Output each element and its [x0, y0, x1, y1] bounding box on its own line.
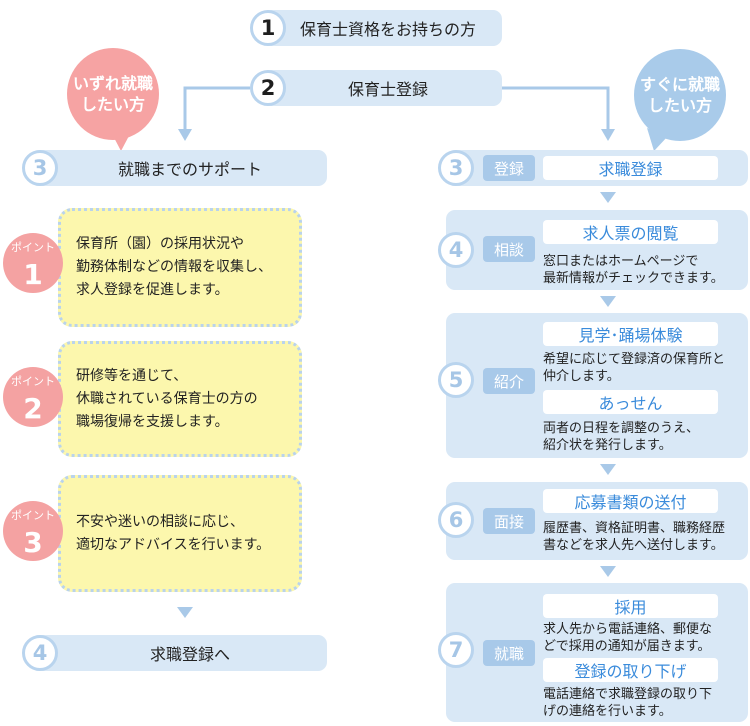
right-step-6-title: 応募書類の送付: [543, 489, 718, 513]
point-1-badge-number: 1: [23, 258, 43, 291]
right-step-3-tag: 登録: [483, 155, 535, 181]
point-1-badge: ポイント 1: [3, 233, 63, 293]
right-step-7-section-1-line-2: どで採用の通知が届きます。: [543, 639, 711, 654]
right-step-3-box: 登録 求職登録: [446, 150, 748, 186]
right-arrow-3-to-4: [600, 192, 616, 203]
right-arrow-4-to-5: [600, 296, 616, 307]
point-3-box: 不安や迷いの相談に応じ、 適切なアドバイスを行います。: [58, 475, 302, 592]
branch-arrow-right: [601, 129, 615, 141]
point-1-line-3: 求人登録を促進します。: [76, 282, 229, 298]
left-step-4-label: 求職登録へ: [149, 645, 230, 664]
right-step-5-description-1: 希望に応じて登録済の保育所と 仲介します。: [543, 351, 725, 385]
bubble-left-line-2: したい方: [80, 95, 145, 114]
right-step-5-description-2: 両者の日程を調整のうえ、 紹介状を発行します。: [543, 420, 699, 454]
right-step-4-line-2: 最新情報がチェックできます。: [543, 271, 724, 286]
point-1-line-2: 勤務体制などの情報を収集し、: [76, 259, 272, 275]
point-3-line-2: 適切なアドバイスを行います。: [76, 536, 271, 553]
right-arrow-6-to-7: [600, 566, 616, 577]
point-1-line-1: 保育所（園）の採用状況や: [76, 236, 244, 252]
bubble-right-tail: [647, 128, 668, 151]
right-step-7-description-1: 求人先から電話連絡、郵便な どで採用の通知が届きます。: [543, 621, 712, 655]
right-step-6-line-2: 書などを求人先へ送付します。: [543, 538, 724, 553]
left-step-4-box: 求職登録へ: [30, 635, 327, 671]
right-step-5-section-1-line-2: 仲介します。: [543, 369, 620, 384]
branch-line-left: [183, 86, 250, 131]
left-step-3-label: 就職までのサポート: [117, 160, 262, 179]
right-step-5-section-1-line-1: 希望に応じて登録済の保育所と: [543, 352, 726, 367]
point-3-badge: ポイント 3: [3, 501, 63, 561]
point-2-badge-number: 2: [23, 392, 43, 425]
branch-line-right: [502, 86, 610, 131]
point-2-line-1: 研修等を通じて、: [76, 367, 188, 384]
branch-arrow-left: [178, 129, 192, 141]
point-2-badge-word: ポイント: [11, 375, 55, 388]
bubble-right-line-1: すぐに就職: [639, 75, 720, 94]
right-step-5-tag: 紹介: [483, 368, 535, 394]
point-1-box: 保育所（園）の採用状況や 勤務体制などの情報を収集し、 求人登録を促進します。: [58, 208, 302, 327]
bubble-later-job-seekers: いずれ就職 したい方: [67, 48, 159, 140]
right-step-5-section-2-line-1: 両者の日程を調整のうえ、: [543, 421, 700, 436]
right-step-4-line-1: 窓口またはホームページで: [543, 254, 699, 269]
right-step-6-box: 面接 応募書類の送付 履歴書、資格証明書、職務経歴 書などを求人先へ送付します。: [446, 482, 748, 560]
right-step-7-section-2-line-2: げの連絡を行います。: [543, 704, 672, 719]
step-2-box: 保育士登録: [262, 70, 502, 106]
right-step-5-title-2: あっせん: [543, 390, 718, 414]
right-step-7-section-2-line-1: 電話連絡で求職登録の取り下: [543, 687, 713, 702]
right-step-6-line-1: 履歴書、資格証明書、職務経歴: [543, 521, 726, 536]
right-step-4-number: 4: [438, 232, 474, 268]
right-step-7-tag: 就職: [483, 640, 535, 666]
right-step-7-title-2: 登録の取り下げ: [543, 658, 718, 682]
point-1-badge-word: ポイント: [11, 241, 55, 254]
bubble-immediate-job-seekers: すぐに就職 したい方: [634, 49, 726, 141]
right-step-5-section-2-line-2: 紹介状を発行します。: [543, 438, 672, 453]
bubble-left-line-1: いずれ就職: [72, 74, 153, 93]
right-arrow-5-to-6: [600, 464, 616, 475]
right-step-7-description-2: 電話連絡で求職登録の取り下 げの連絡を行います。: [543, 686, 712, 720]
point-2-badge: ポイント 2: [3, 367, 63, 427]
right-step-6-number: 6: [438, 502, 474, 538]
right-step-7-section-1-line-1: 求人先から電話連絡、郵便な: [543, 622, 713, 637]
right-step-3-title: 求職登録: [543, 156, 718, 180]
right-step-7-box: 就職 採用 求人先から電話連絡、郵便な どで採用の通知が届きます。 登録の取り下…: [446, 583, 748, 722]
right-step-5-box: 紹介 見学･踊場体験 希望に応じて登録済の保育所と 仲介します。 あっせん 両者…: [446, 313, 748, 458]
point-2-line-2: 休職されている保育士の方の: [76, 390, 258, 407]
left-step-4-number: 4: [22, 635, 58, 671]
right-step-7-number: 7: [438, 632, 474, 668]
step-1-number: 1: [250, 10, 286, 46]
step-1-label: 保育士資格をお持ちの方: [299, 20, 476, 39]
left-step-3-number: 3: [22, 150, 58, 186]
right-step-4-description: 窓口またはホームページで 最新情報がチェックできます。: [543, 253, 724, 287]
right-step-3-number: 3: [438, 150, 474, 186]
right-step-6-description: 履歴書、資格証明書、職務経歴 書などを求人先へ送付します。: [543, 520, 725, 554]
point-3-badge-word: ポイント: [11, 509, 55, 522]
right-step-7-title-1: 採用: [543, 594, 718, 618]
right-step-4-title: 求人票の閲覧: [543, 220, 718, 244]
left-arrow-to-step-4: [177, 607, 193, 618]
step-2-number: 2: [250, 70, 286, 106]
right-step-5-number: 5: [438, 362, 474, 398]
point-3-line-1: 不安や迷いの相談に応じ、: [76, 513, 244, 530]
bubble-right-line-2: したい方: [647, 96, 712, 115]
right-step-4-tag: 相談: [483, 236, 535, 262]
right-step-5-title-1: 見学･踊場体験: [543, 322, 718, 346]
point-3-badge-number: 3: [23, 526, 43, 559]
step-1-box: 保育士資格をお持ちの方: [262, 10, 502, 46]
step-2-label: 保育士登録: [347, 80, 428, 99]
left-step-3-box: 就職までのサポート: [30, 150, 327, 186]
right-step-4-box: 相談 求人票の閲覧 窓口またはホームページで 最新情報がチェックできます。: [446, 210, 748, 290]
point-2-box: 研修等を通じて、 休職されている保育士の方の 職場復帰を支援します。: [58, 341, 302, 457]
point-2-line-3: 職場復帰を支援します。: [76, 413, 229, 430]
right-step-6-tag: 面接: [483, 508, 535, 534]
